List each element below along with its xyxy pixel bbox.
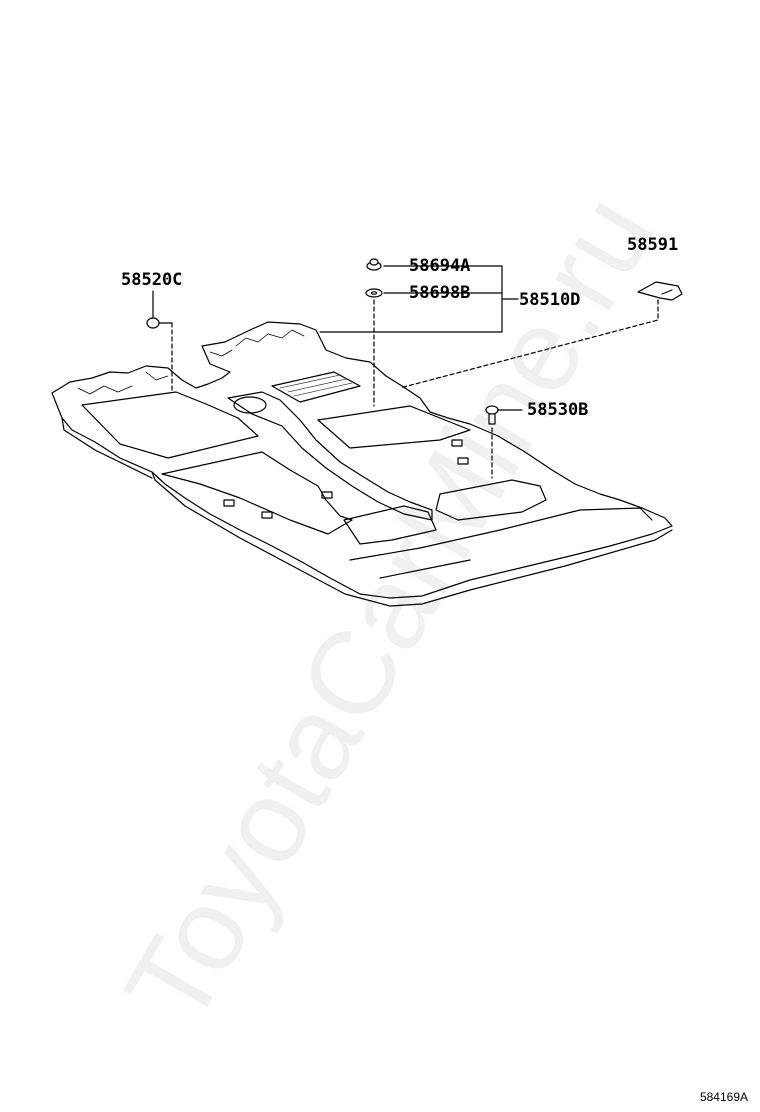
bracket-58510d bbox=[319, 265, 519, 333]
label-58510d: 58510D bbox=[519, 290, 581, 310]
carpet-outline bbox=[51, 321, 673, 599]
carpet-left-edge bbox=[61, 417, 153, 479]
label-58694a: 58694A bbox=[409, 256, 471, 276]
clip-58520c bbox=[146, 310, 173, 329]
dashed-leader-58591 bbox=[399, 299, 659, 389]
tunnel-opening bbox=[233, 396, 267, 414]
center-tunnel bbox=[227, 391, 433, 521]
retainer-58591 bbox=[637, 281, 683, 301]
label-58698b: 58698B bbox=[409, 283, 471, 303]
right-rear-panel bbox=[317, 405, 471, 449]
rear-grid-mat bbox=[271, 371, 361, 403]
left-front-panel bbox=[161, 451, 353, 535]
front-trim bbox=[349, 507, 653, 561]
washer-58698b bbox=[365, 288, 383, 298]
label-58520c: 58520C bbox=[121, 270, 183, 290]
label-58530b: 58530B bbox=[527, 400, 589, 420]
right-front-panel bbox=[435, 479, 547, 521]
carpet-bottom-edge bbox=[151, 471, 673, 607]
figure-code: 584169A bbox=[699, 1090, 748, 1104]
left-rear-panel bbox=[81, 391, 259, 459]
front-footwell bbox=[343, 505, 437, 545]
label-58591: 58591 bbox=[627, 235, 679, 255]
clip-58530b bbox=[485, 405, 523, 425]
nut-58694a bbox=[366, 258, 382, 271]
